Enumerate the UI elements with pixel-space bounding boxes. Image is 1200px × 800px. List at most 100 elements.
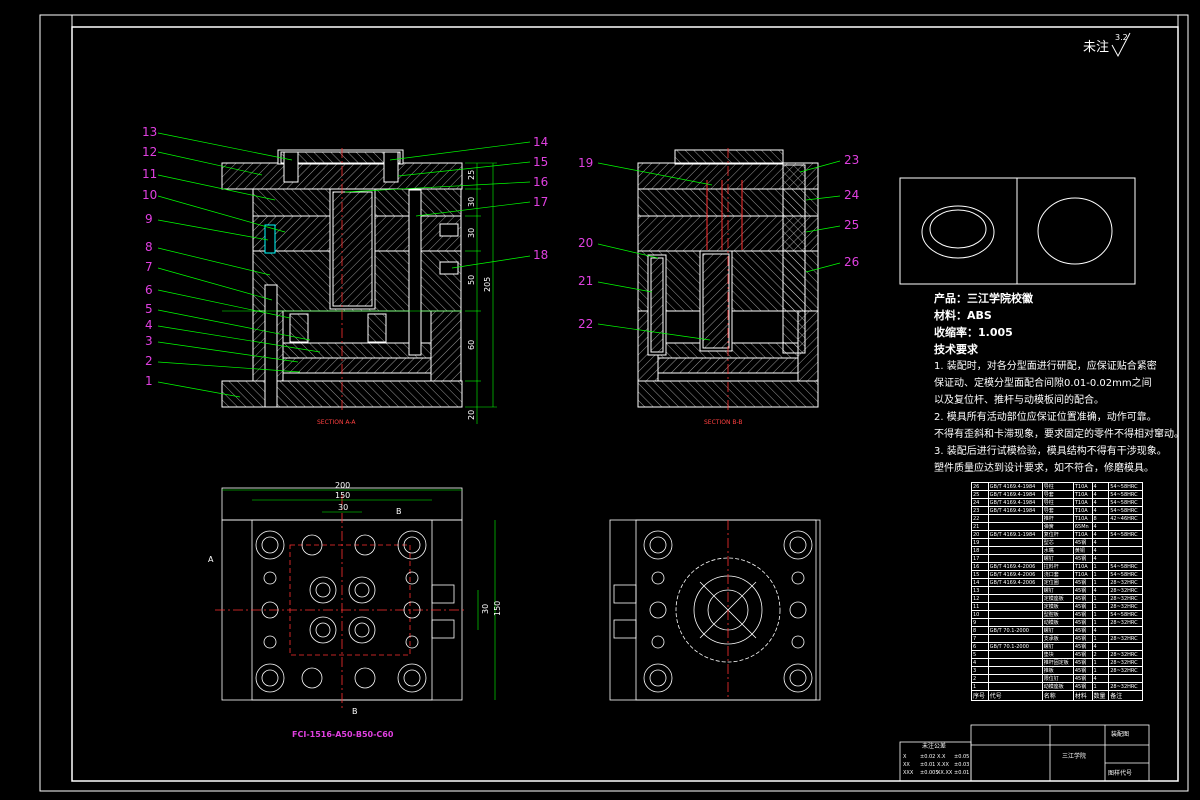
title-block bbox=[899, 724, 1150, 782]
bom-cell bbox=[987, 682, 1043, 691]
bom-cell: GB/T 70.1-2000 bbox=[987, 626, 1043, 635]
bom-cell bbox=[1108, 546, 1143, 555]
plan-dim-lines bbox=[222, 489, 496, 700]
callout-10: 10 bbox=[142, 188, 157, 202]
bom-cell: 4 bbox=[1091, 626, 1110, 635]
bom-cell: 1 bbox=[1091, 634, 1110, 643]
mold-base-code: FCI-1516-A50-B50-C60 bbox=[292, 730, 394, 739]
leaders-left bbox=[157, 132, 321, 398]
title-block-company: 三江学院 bbox=[1062, 752, 1086, 760]
bom-cell bbox=[987, 594, 1043, 603]
bom-cell: 1 bbox=[971, 682, 989, 691]
bom-cell: 45钢 bbox=[1072, 642, 1093, 651]
bom-cell: 26 bbox=[971, 482, 989, 491]
bom-cell: 型腔板 bbox=[1041, 610, 1074, 619]
bom-cell: GB/T 4169.4-2006 bbox=[987, 562, 1043, 571]
plan-dim-150-right: 150 bbox=[493, 601, 502, 616]
dim-30b: 30 bbox=[467, 228, 476, 238]
bom-cell bbox=[987, 538, 1043, 547]
bom-cell: 54~58HRC bbox=[1108, 562, 1143, 571]
bom-cell: 25 bbox=[971, 490, 989, 499]
bom-cell: 4 bbox=[1091, 538, 1110, 547]
bom-cell bbox=[1108, 642, 1143, 651]
bom-cell: 15 bbox=[971, 570, 989, 579]
plan-view-fixed-half bbox=[215, 487, 465, 710]
bom-cell: T10A bbox=[1072, 490, 1093, 499]
callout-2: 2 bbox=[145, 354, 153, 368]
bom-cell: GB/T 4169.4-1984 bbox=[987, 506, 1043, 515]
callout-20: 20 bbox=[578, 236, 593, 250]
bom-cell: 水嘴 bbox=[1041, 546, 1074, 555]
callout-17: 17 bbox=[533, 195, 548, 209]
callout-12: 12 bbox=[142, 145, 157, 159]
bom-cell: 28~32HRC bbox=[1108, 650, 1143, 659]
bom-cell bbox=[987, 618, 1043, 627]
bom-cell: 11 bbox=[971, 602, 989, 611]
bom-cell bbox=[987, 674, 1043, 683]
bom-cell: 45钢 bbox=[1072, 658, 1093, 667]
bom-cell: GB/T 4169.4-1984 bbox=[987, 482, 1043, 491]
bom-cell: 45钢 bbox=[1072, 650, 1093, 659]
bom-cell: 9 bbox=[971, 618, 989, 627]
bom-cell: 13 bbox=[971, 586, 989, 595]
dim-30a: 30 bbox=[467, 197, 476, 207]
bom-cell: 54~58HRC bbox=[1108, 506, 1143, 515]
product-views bbox=[899, 177, 1136, 285]
bom-cell: 2 bbox=[971, 674, 989, 683]
bom-cell: 12 bbox=[971, 594, 989, 603]
bom-header-cell: 材料 bbox=[1072, 690, 1093, 701]
bom-cell bbox=[987, 650, 1043, 659]
bom-cell bbox=[1108, 554, 1143, 563]
callout-7: 7 bbox=[145, 260, 153, 274]
callout-3: 3 bbox=[145, 334, 153, 348]
section-a-a-view bbox=[221, 148, 463, 410]
bom-cell: 5 bbox=[971, 650, 989, 659]
bom-cell: 45钢 bbox=[1072, 682, 1093, 691]
bom-cell: 10 bbox=[971, 610, 989, 619]
bom-cell: 弹簧 bbox=[1041, 522, 1074, 531]
bom-cell: 3 bbox=[971, 666, 989, 675]
tolerance-cell: ±0.01 bbox=[920, 762, 935, 768]
bom-cell: 45钢 bbox=[1072, 554, 1093, 563]
bom-cell: 23 bbox=[971, 506, 989, 515]
bom-cell: 28~32HRC bbox=[1108, 658, 1143, 667]
bom-cell: 4 bbox=[1091, 530, 1110, 539]
bom-cell: 4 bbox=[1091, 482, 1110, 491]
bom-header-cell: 代号 bbox=[987, 690, 1043, 701]
bom-cell: 导套 bbox=[1041, 490, 1074, 499]
note-line-5: 不得有歪斜和卡滞现象，要求固定的零件不得相对窜动。 bbox=[934, 429, 1184, 440]
bom-cell: 4 bbox=[1091, 490, 1110, 499]
roughness-symbol bbox=[1111, 32, 1131, 58]
bom-cell: 型芯 bbox=[1041, 538, 1074, 547]
bom-cell: 导柱 bbox=[1041, 482, 1074, 491]
bom-header-cell: 序号 bbox=[971, 690, 989, 701]
leaders-bb bbox=[597, 160, 841, 341]
bom-cell: T10A bbox=[1072, 562, 1093, 571]
tolerance-cell: ±0.05 bbox=[954, 754, 969, 760]
product-name: 产品：三江学院校徽 bbox=[934, 292, 1033, 305]
bom-cell bbox=[987, 634, 1043, 643]
bom-cell: 1 bbox=[1091, 602, 1110, 611]
bom-cell: 浇口套 bbox=[1041, 570, 1074, 579]
bom-cell: 导柱 bbox=[1041, 498, 1074, 507]
tolerance-cell: XXX bbox=[903, 770, 914, 776]
bom-cell: 45钢 bbox=[1072, 666, 1093, 675]
bom-cell: 复位杆 bbox=[1041, 530, 1074, 539]
plan-dim-30: 30 bbox=[338, 503, 348, 512]
bom-cell bbox=[1108, 674, 1143, 683]
bom-cell: 54~58HRC bbox=[1108, 482, 1143, 491]
bom-cell: 拉料杆 bbox=[1041, 562, 1074, 571]
callout-23: 23 bbox=[844, 153, 859, 167]
dim-25: 25 bbox=[467, 170, 476, 180]
bom-cell: 22 bbox=[971, 514, 989, 523]
bom-cell: 45钢 bbox=[1072, 618, 1093, 627]
